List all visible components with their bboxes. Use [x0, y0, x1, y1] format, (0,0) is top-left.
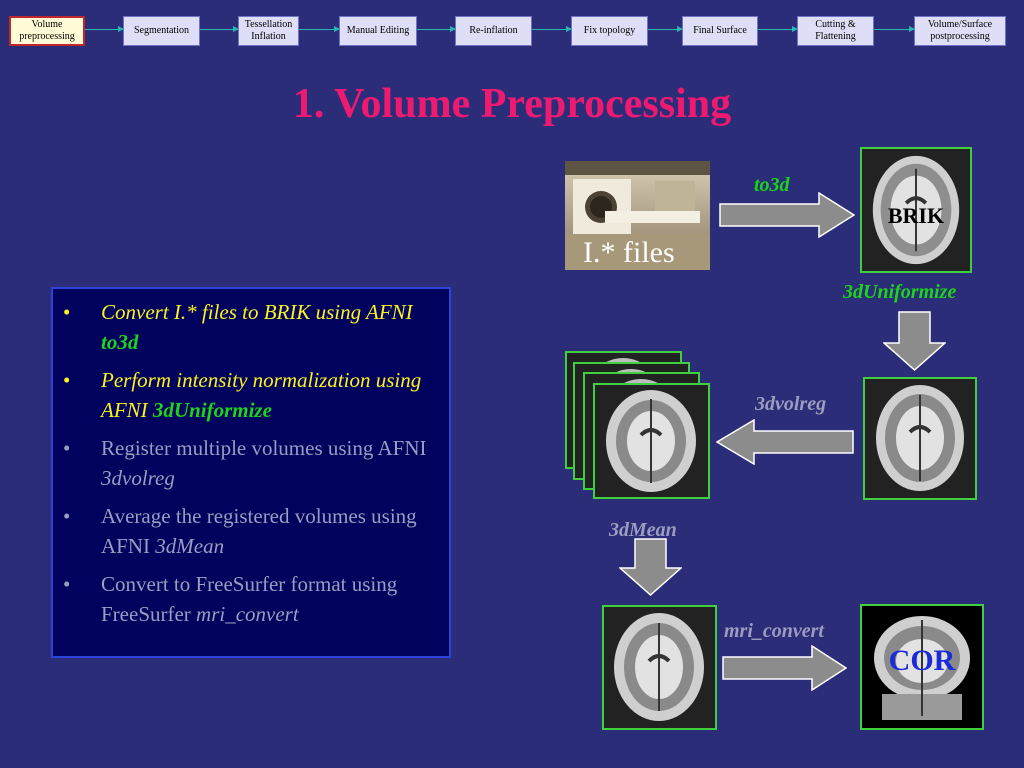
bullet-list: Convert I.* files to BRIK using AFNI to3… — [53, 289, 449, 629]
bullet-item: Perform intensity normalization using AF… — [63, 365, 435, 425]
step-fix-topology[interactable]: Fix topology — [571, 16, 648, 46]
step-volume-preprocessing[interactable]: Volume preprocessing — [9, 16, 85, 46]
cmd-mean-label: 3dMean — [609, 519, 677, 541]
mean-brain-image — [602, 605, 717, 730]
arrow-down — [619, 538, 682, 596]
brik-brain-image: BRIK — [860, 147, 972, 273]
connector-arrow — [532, 26, 572, 32]
arrow-right — [719, 192, 855, 238]
connector-arrow — [299, 26, 340, 32]
arrow-left — [716, 419, 854, 465]
brain-axial-icon — [595, 385, 708, 497]
step-final-surface[interactable]: Final Surface — [682, 16, 758, 46]
bullet-text: Convert to FreeSurfer format using FreeS… — [101, 572, 398, 626]
bullet-command: 3dMean — [155, 534, 225, 558]
bullet-item: Average the registered volumes using AFN… — [63, 501, 435, 561]
scanner-illustration — [565, 161, 710, 270]
brain-axial-icon — [862, 149, 970, 271]
connector-arrow — [648, 26, 683, 32]
cmd-volreg-label: 3dvolreg — [755, 393, 827, 415]
step-manual-editing[interactable]: Manual Editing — [339, 16, 417, 46]
bullet-item: Convert to FreeSurfer format using FreeS… — [63, 569, 435, 629]
brain-axial-icon — [865, 379, 975, 498]
cmd-convert-label: mri_convert — [724, 620, 824, 642]
brik-label: BRIK — [887, 203, 945, 228]
step-volume-surface-postprocessing[interactable]: Volume/Surface postprocessing — [914, 16, 1006, 46]
bullet-text: Average the registered volumes using AFN… — [101, 504, 417, 558]
bullet-command: mri_convert — [196, 602, 299, 626]
connector-arrow — [417, 26, 456, 32]
files-label: I.* files — [583, 236, 675, 269]
slide-title: 1. Volume Preprocessing — [292, 81, 732, 127]
step-cutting-flattening[interactable]: Cutting & Flattening — [797, 16, 874, 46]
pipeline-bar: Volume preprocessing Segmentation Tessel… — [0, 0, 1024, 60]
uniformized-brain-image — [863, 377, 977, 500]
connector-arrow — [200, 26, 239, 32]
cmd-to3d-label: to3d — [754, 174, 790, 196]
connector-arrow — [85, 26, 124, 32]
step-segmentation[interactable]: Segmentation — [123, 16, 200, 46]
step-tessellation-inflation[interactable]: Tessellation Inflation — [238, 16, 299, 46]
brain-coronal-icon — [862, 606, 982, 728]
bullet-text: Register multiple volumes using AFNI — [101, 436, 427, 460]
scanner-photo: I.* files — [565, 161, 710, 270]
bullet-box: Convert I.* files to BRIK using AFNI to3… — [51, 287, 451, 658]
arrow-right — [722, 645, 847, 691]
registered-brain-image — [593, 383, 710, 499]
step-re-inflation[interactable]: Re-inflation — [455, 16, 532, 46]
bullet-text: Convert I.* files to BRIK using AFNI — [101, 300, 413, 324]
bullet-command: 3dvolreg — [101, 466, 175, 490]
connector-arrow — [874, 26, 915, 32]
cor-label: COR — [888, 644, 956, 677]
bullet-command: 3dUniformize — [152, 398, 272, 422]
arrow-down — [883, 311, 946, 371]
cmd-uniformize-label: 3dUniformize — [843, 281, 957, 303]
bullet-item: Convert I.* files to BRIK using AFNI to3… — [63, 297, 435, 357]
bullet-command: to3d — [101, 330, 139, 354]
bullet-item: Register multiple volumes using AFNI 3dv… — [63, 433, 435, 493]
cor-brain-image: COR — [860, 604, 984, 730]
connector-arrow — [758, 26, 798, 32]
brain-axial-icon — [604, 607, 715, 728]
bullet-text: Perform intensity normalization using AF… — [101, 368, 422, 422]
